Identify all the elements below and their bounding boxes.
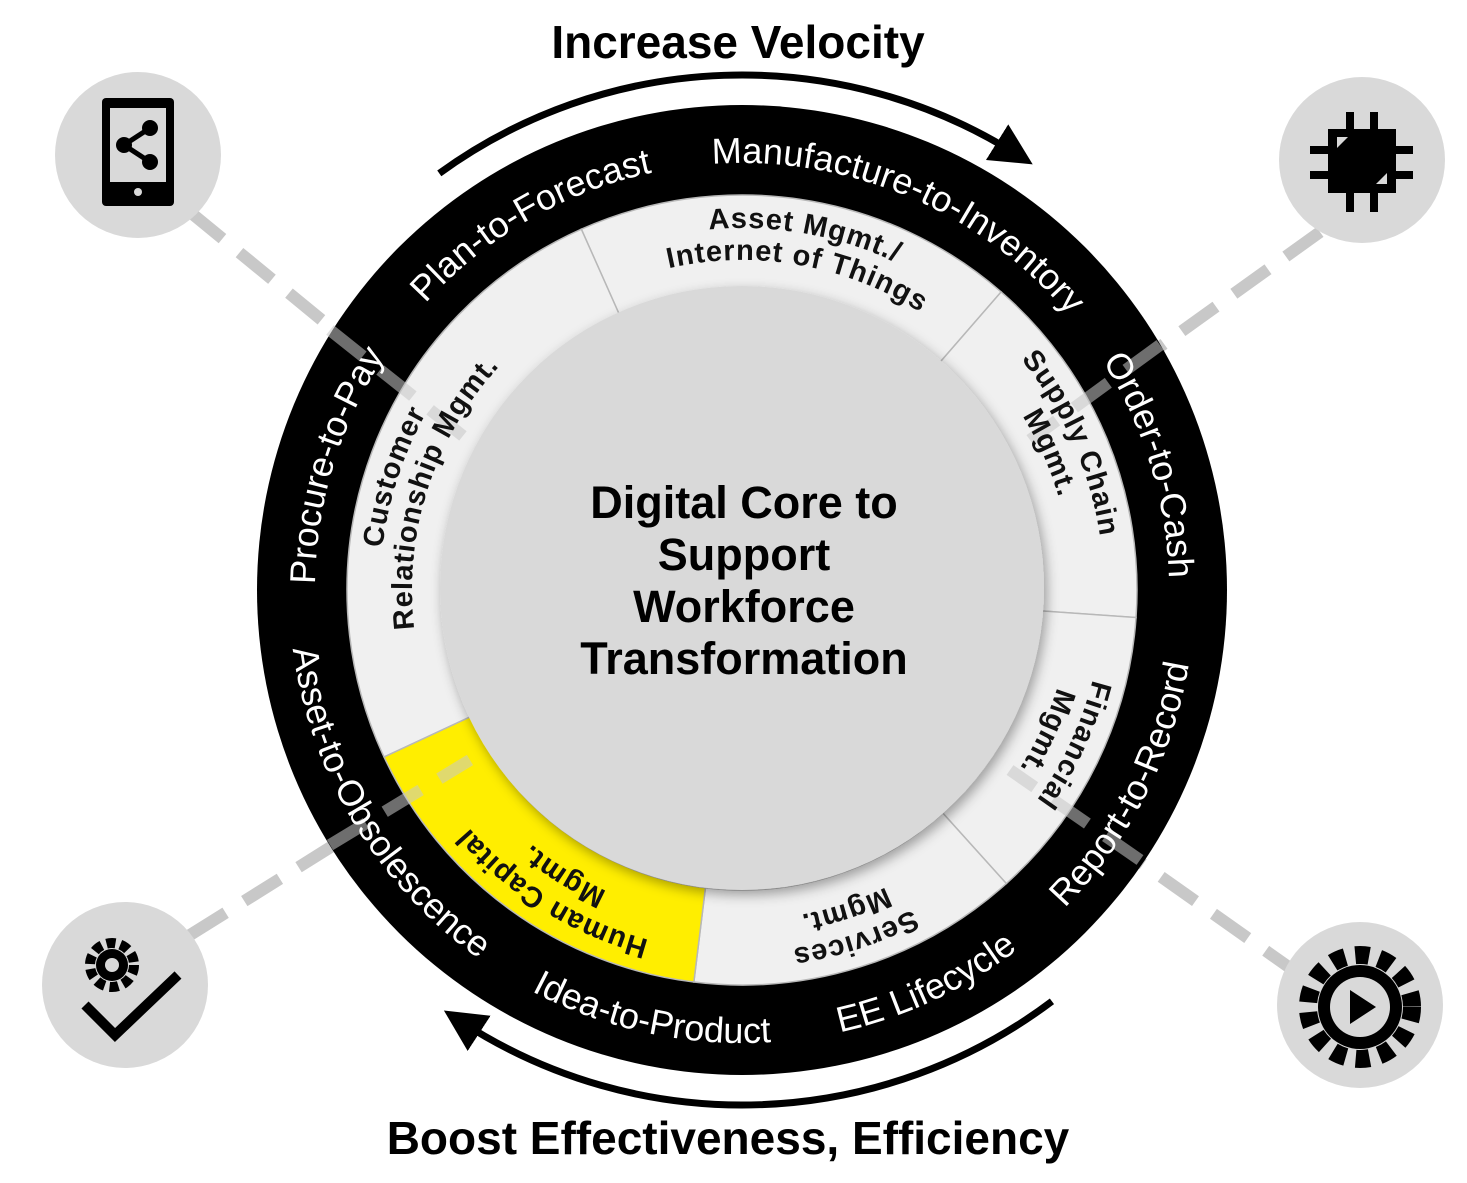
gear-check-icon: [42, 902, 208, 1068]
capability-ring: [346, 194, 1138, 986]
core-line: Digital Core to: [590, 477, 898, 528]
connector-line: [326, 754, 474, 851]
chip-icon: [1279, 77, 1445, 243]
core-text: Digital Core to Support Workforce Transf…: [580, 477, 908, 684]
digital-core: [440, 286, 1044, 890]
connector-line: [1006, 765, 1144, 865]
title-boost-effectiveness: Boost Effectiveness, Efficiency: [387, 1112, 1070, 1164]
mobile-share-icon: [55, 72, 221, 238]
velocity-arrow: [437, 71, 1033, 177]
connector-line: [326, 325, 472, 445]
core-line: Workforce: [633, 581, 855, 632]
connector-line: [1026, 340, 1164, 445]
effectiveness-arrow: [443, 998, 1055, 1109]
core-line: Transformation: [580, 633, 908, 684]
gear-play-icon: [1277, 922, 1443, 1088]
title-increase-velocity: Increase Velocity: [551, 16, 925, 68]
connector-overlay: [326, 325, 1164, 865]
core-line: Support: [658, 529, 830, 580]
